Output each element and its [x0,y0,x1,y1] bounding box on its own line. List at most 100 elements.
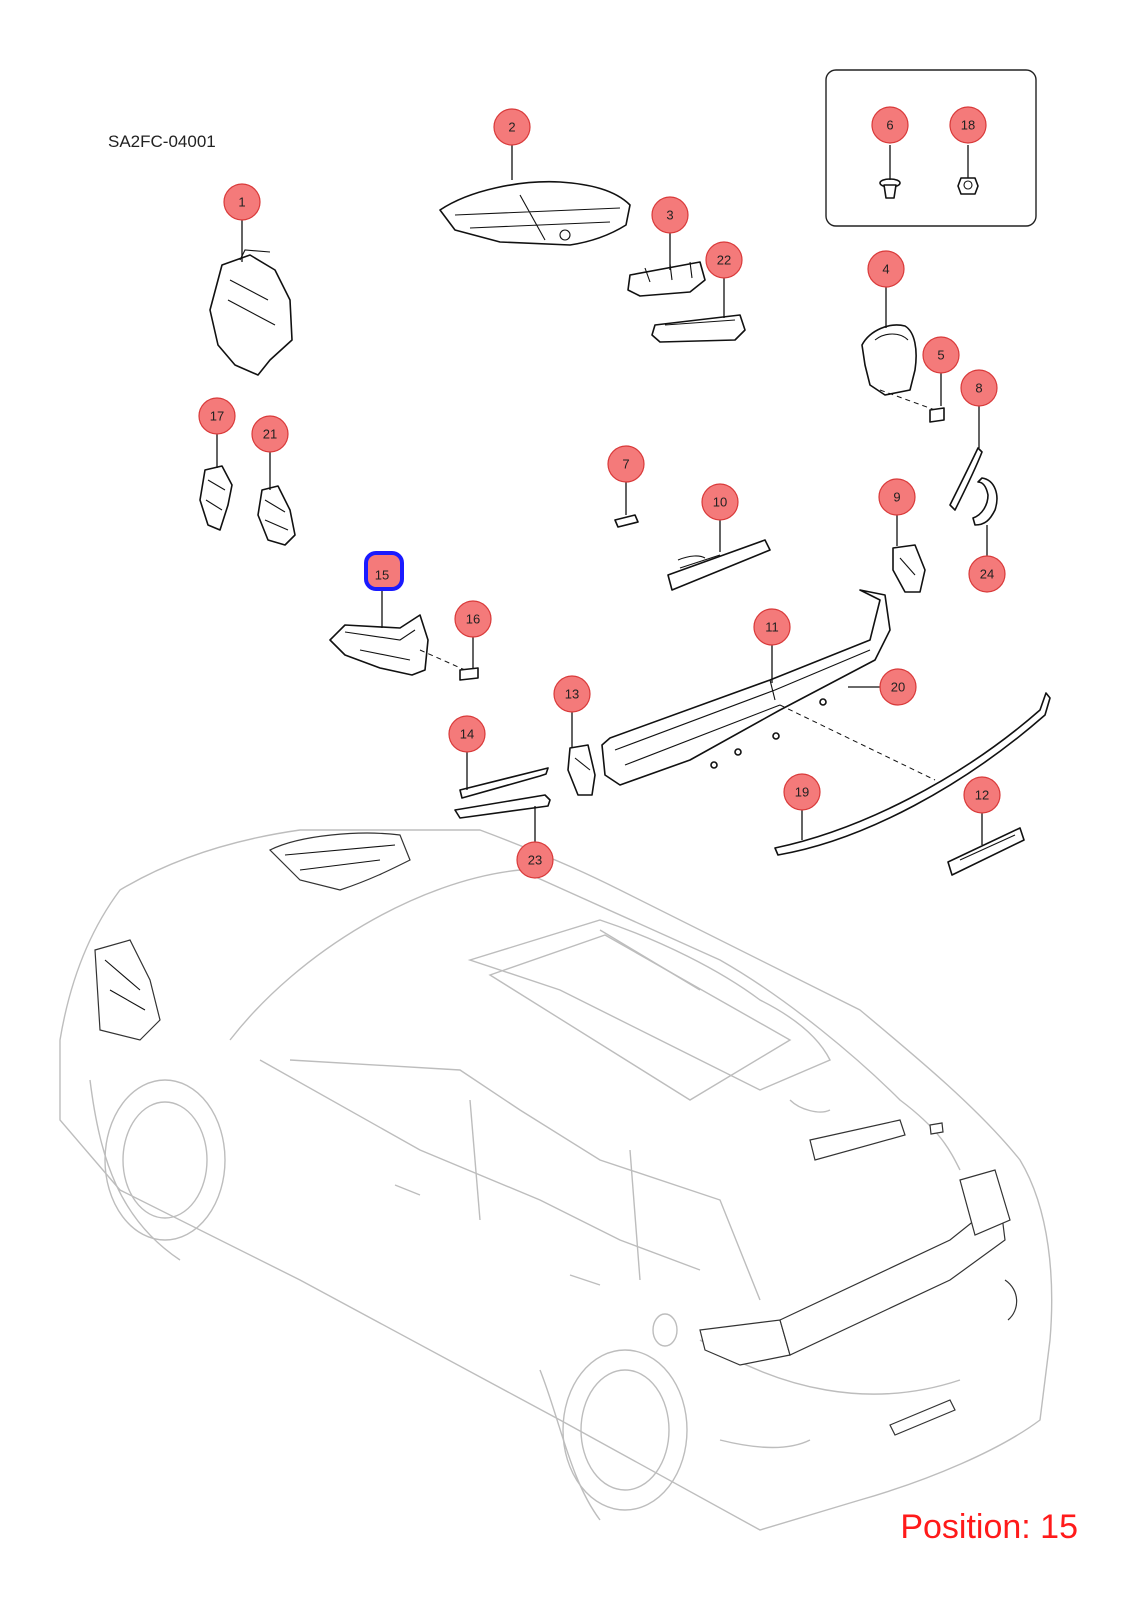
callout-20[interactable]: 20 [879,668,917,706]
part-10-drawing [667,539,771,591]
callout-label: 22 [717,253,731,268]
callout-16[interactable]: 16 [454,600,492,638]
callout-18[interactable]: 18 [949,106,987,144]
callout-circle [493,108,531,146]
callout-circle [705,241,743,279]
callout-label: 8 [975,381,982,396]
callout-label: 24 [980,567,994,582]
part-22-drawing [651,314,746,343]
callout-circle [607,445,645,483]
part-9-drawing [892,544,926,593]
callout-11[interactable]: 11 [753,608,791,646]
callout-2[interactable]: 2 [493,108,531,146]
callout-circle [198,397,236,435]
part-24-drawing [972,477,998,526]
callout-circle [516,841,554,879]
callout-23[interactable]: 23 [516,841,554,879]
callout-label: 23 [528,853,542,868]
callout-label: 2 [508,120,515,135]
part-13-drawing [567,744,596,796]
part-6-drawing [879,178,901,199]
callout-label: 1 [238,195,245,210]
callout-circle [922,336,960,374]
callout-circle [960,369,998,407]
callout-label: 20 [891,680,905,695]
part-12-drawing [947,827,1025,876]
part-8-drawing [949,447,983,511]
installed-parts [94,832,1018,1436]
callout-3[interactable]: 3 [651,196,689,234]
callout-circle [448,715,486,753]
part-3-drawing [627,261,706,297]
callout-24[interactable]: 24 [968,555,1006,593]
callout-circle [878,478,916,516]
callout-circle [651,196,689,234]
callout-label: 4 [882,262,889,277]
callout-7[interactable]: 7 [607,445,645,483]
callout-label: 17 [210,409,224,424]
callout-circle [223,183,261,221]
callout-21[interactable]: 21 [251,415,289,453]
part-18-drawing [957,177,979,195]
callout-9[interactable]: 9 [878,478,916,516]
callout-8[interactable]: 8 [960,369,998,407]
part-14-drawing [459,767,549,799]
callout-circle [968,555,1006,593]
callout-circle [783,773,821,811]
callout-label: 19 [795,785,809,800]
callout-6[interactable]: 6 [871,106,909,144]
callout-circle [871,106,909,144]
vehicle-outline [59,829,1053,1531]
part-15-drawing [329,614,429,676]
part-2-drawing [439,180,631,246]
part-4-drawing [861,324,917,396]
callout-5[interactable]: 5 [922,336,960,374]
callout-label: 14 [460,727,474,742]
callout-circle [553,675,591,713]
callout-12[interactable]: 12 [963,776,1001,814]
callout-label: 10 [713,495,727,510]
callout-label: 9 [893,490,900,505]
callout-circle [867,250,905,288]
callout-label: 3 [666,208,673,223]
callout-label: 21 [263,427,277,442]
callout-circle [454,600,492,638]
callout-circle [949,106,987,144]
document-code: SA2FC-04001 [108,132,216,151]
callout-label: 16 [466,612,480,627]
callout-1[interactable]: 1 [223,183,261,221]
callout-label: 5 [937,348,944,363]
callout-circle [879,668,917,706]
callout-label: 15 [375,568,389,583]
part-1-drawing [209,249,293,376]
callout-label: 7 [622,457,629,472]
part-5-drawing [879,389,945,423]
part-21-drawing [257,485,296,546]
callout-circle [251,415,289,453]
callout-22[interactable]: 22 [705,241,743,279]
callout-19[interactable]: 19 [783,773,821,811]
callout-label: 12 [975,788,989,803]
callouts: 1 2 3 4 5 6 7 8 9 10 11 12 13 14 15 16 1… [198,106,1006,879]
callout-15[interactable]: 15 [364,551,404,591]
part-23-drawing [454,794,551,819]
callout-label: 18 [961,118,975,133]
callout-circle [753,608,791,646]
callout-label: 6 [886,118,893,133]
part-11-fasteners [710,698,827,769]
fastener-inset-box [825,69,1037,227]
part-16-drawing [419,649,479,681]
part-7-drawing [614,514,639,528]
callout-13[interactable]: 13 [553,675,591,713]
callout-17[interactable]: 17 [198,397,236,435]
leader-lines [216,145,988,845]
callout-4[interactable]: 4 [867,250,905,288]
callout-label: 11 [765,620,779,635]
callout-circle [963,776,1001,814]
callout-circle [701,483,739,521]
position-label: Position: 15 [900,1508,1078,1546]
callout-14[interactable]: 14 [448,715,486,753]
callout-10[interactable]: 10 [701,483,739,521]
dashed-guide [779,704,936,781]
